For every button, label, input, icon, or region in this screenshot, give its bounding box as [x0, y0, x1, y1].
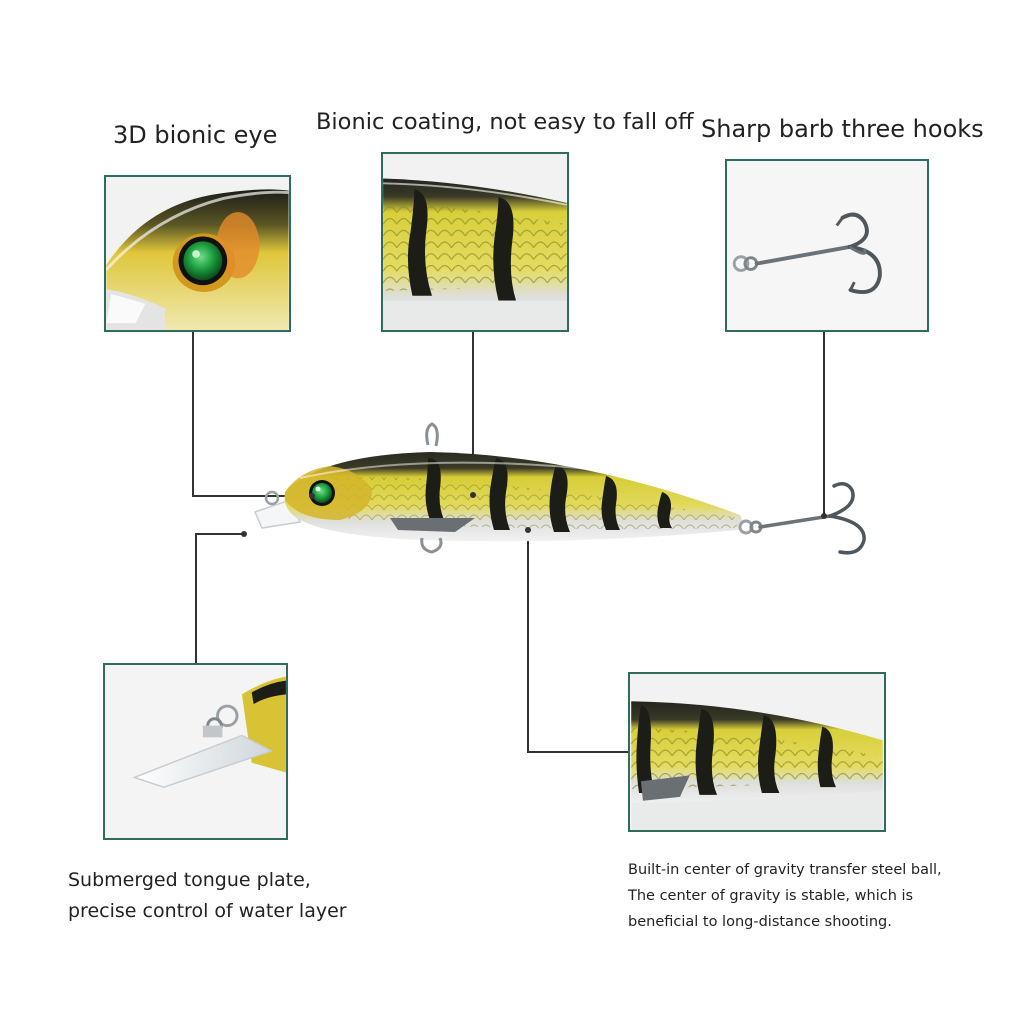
hooks-closeup-panel	[725, 159, 929, 332]
tongue-callout-line-2: precise control of water layer	[68, 900, 347, 922]
steel-ball-leader-horizontal	[527, 751, 630, 753]
steel-ball-closeup-panel	[628, 672, 886, 832]
eye-callout-label: 3D bionic eye	[113, 121, 278, 149]
steel-ball-callout-line-3: beneficial to long-distance shooting.	[628, 914, 892, 930]
eye-closeup-image	[106, 177, 289, 330]
tongue-leader-vertical	[195, 533, 197, 665]
eye-closeup-panel	[104, 175, 291, 332]
steel-ball-leader-vertical	[527, 530, 529, 752]
tongue-leader-horizontal	[195, 533, 243, 535]
steel-ball-callout-label: Built-in center of gravity transfer stee…	[628, 857, 942, 935]
treble-hook-image	[727, 161, 927, 330]
coating-closeup-image	[383, 154, 567, 330]
coating-callout-label: Bionic coating, not easy to fall off	[316, 109, 694, 135]
tongue-plate-closeup-panel	[103, 663, 288, 840]
coating-closeup-panel	[381, 152, 569, 332]
hooks-leader-line	[823, 330, 825, 516]
eye-leader-vertical	[192, 330, 194, 496]
steel-ball-callout-line-1: Built-in center of gravity transfer stee…	[628, 862, 942, 878]
steel-ball-callout-line-2: The center of gravity is stable, which i…	[628, 888, 914, 904]
tongue-callout-label: Submerged tongue plate, precise control …	[68, 865, 347, 927]
tongue-callout-line-1: Submerged tongue plate,	[68, 869, 311, 891]
eye-leader-horizontal	[192, 495, 312, 497]
coating-leader-line	[472, 330, 474, 496]
hooks-callout-label: Sharp barb three hooks	[701, 115, 984, 143]
lure-body-side-image	[631, 674, 883, 830]
tongue-plate-image	[105, 665, 286, 838]
